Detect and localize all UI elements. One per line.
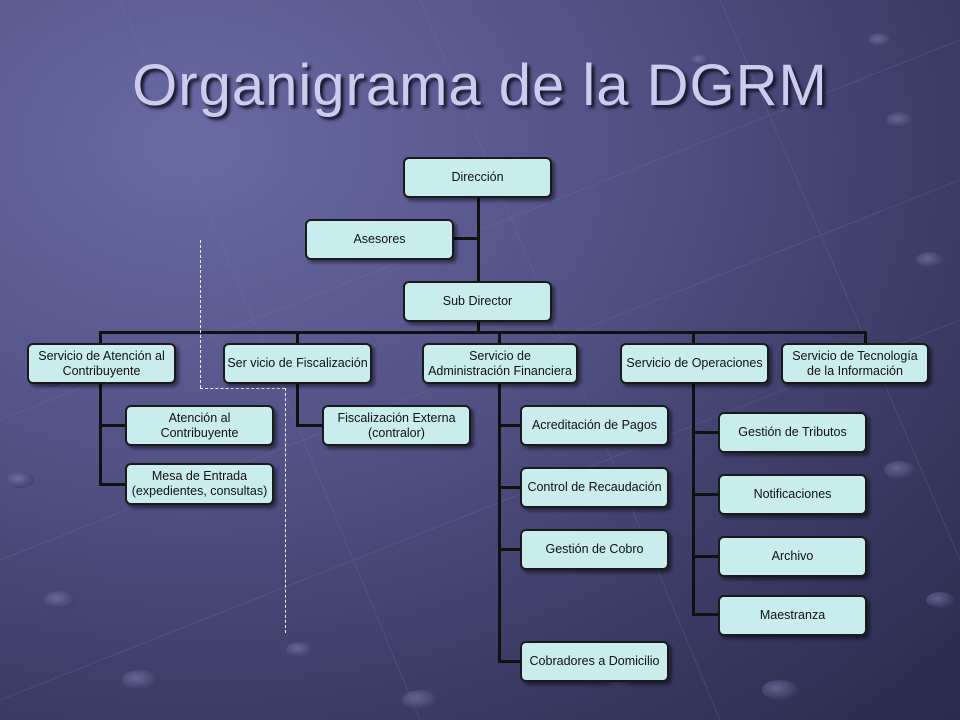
connector-fiscalizacion-vertical xyxy=(296,382,299,427)
node-servicio-tecnologia: Servicio de Tecnología de la Información xyxy=(781,343,929,384)
connector-atencion-child1 xyxy=(99,424,126,427)
page-title: Organigrama de la DGRM xyxy=(132,53,828,118)
node-fiscalizacion-externa: Fiscalización Externa (contralor) xyxy=(322,405,471,446)
node-maestranza: Maestranza xyxy=(718,595,867,636)
connector-asesores xyxy=(452,237,479,240)
node-servicio-atencion: Servicio de Atención al Contribuyente xyxy=(27,343,176,384)
connector-admin-child2 xyxy=(498,486,522,489)
connector-operaciones-child4 xyxy=(692,613,719,616)
node-control-recaudacion: Control de Recaudación xyxy=(520,467,669,508)
connector-atencion-child2 xyxy=(99,483,126,486)
node-gestion-cobro: Gestión de Cobro xyxy=(520,529,669,570)
node-servicio-admin-financiera: Servicio de Administración Financiera xyxy=(422,343,578,384)
connector-to-fiscalizacion xyxy=(296,331,299,345)
connector-operaciones-child3 xyxy=(692,555,719,558)
connector-to-admin xyxy=(498,331,501,345)
node-servicio-operaciones: Servicio de Operaciones xyxy=(620,343,769,384)
connector-fiscalizacion-child xyxy=(296,424,323,427)
node-direccion: Dirección xyxy=(403,157,552,198)
connector-to-tecnologia xyxy=(864,331,867,345)
connector-main-bus xyxy=(99,331,867,334)
connector-admin-child1 xyxy=(498,424,522,427)
connector-admin-child3 xyxy=(498,548,522,551)
connector-to-operaciones xyxy=(692,331,695,345)
connector-sub-bus xyxy=(477,320,480,334)
node-mesa-entrada: Mesa de Entrada (expedientes, consultas) xyxy=(125,463,274,505)
connector-to-atencion xyxy=(99,331,102,345)
node-archivo: Archivo xyxy=(718,536,867,577)
dashed-guide-vertical-left xyxy=(200,240,201,388)
dashed-guide-vertical-right xyxy=(285,388,286,633)
node-servicio-fiscalizacion: Ser vicio de Fiscalización xyxy=(223,343,372,384)
connector-atencion-vertical xyxy=(99,382,102,486)
connector-admin-vertical xyxy=(498,382,501,663)
node-acreditacion-pagos: Acreditación de Pagos xyxy=(520,405,669,446)
node-notificaciones: Notificaciones xyxy=(718,474,867,515)
node-atencion-contribuyente: Atención al Contribuyente xyxy=(125,405,274,446)
connector-direccion-sub xyxy=(477,196,480,284)
node-cobradores-domicilio: Cobradores a Domicilio xyxy=(520,641,669,682)
connector-operaciones-child1 xyxy=(692,431,719,434)
connector-operaciones-vertical xyxy=(692,382,695,616)
connector-admin-child4 xyxy=(498,660,522,663)
node-gestion-tributos: Gestión de Tributos xyxy=(718,412,867,453)
node-sub-director: Sub Director xyxy=(403,281,552,322)
dashed-guide-horizontal xyxy=(200,388,285,389)
connector-operaciones-child2 xyxy=(692,493,719,496)
node-asesores: Asesores xyxy=(305,219,454,260)
